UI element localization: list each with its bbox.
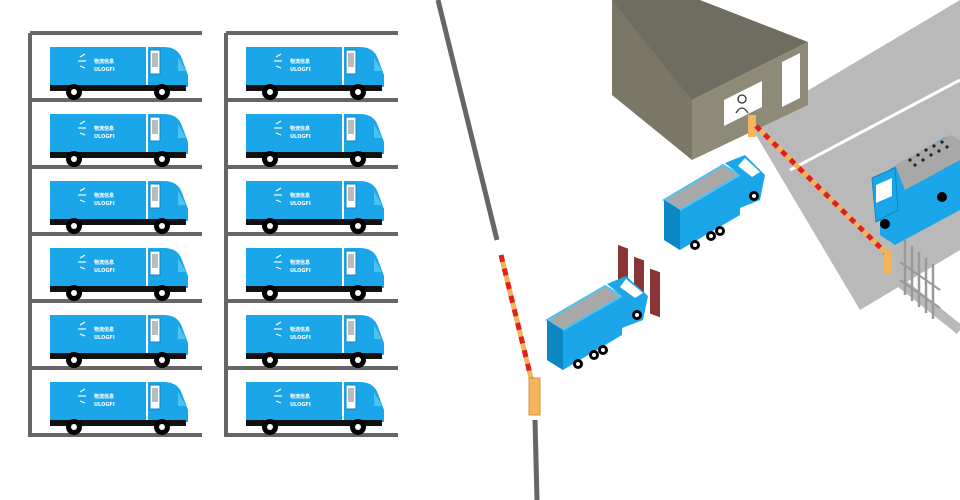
truck-label-cn: 物流信息 [94, 259, 114, 266]
person-icon [735, 94, 749, 114]
warehouse-door [650, 268, 660, 318]
parked-truck-icon: 物流信息 ULOGFI [245, 180, 385, 235]
truck-label-en: ULOGFI [94, 134, 115, 140]
loaded-dump-truck-icon [871, 135, 960, 245]
truck-label-en: ULOGFI [290, 402, 311, 408]
truck-label-cn: 物流信息 [94, 393, 114, 400]
empty-dump-truck-icon [662, 155, 765, 250]
yard-boundary-line-lower [532, 419, 540, 500]
fence-icon [899, 240, 941, 319]
truck-label-en: ULOGFI [290, 67, 311, 73]
parked-truck-icon: 物流信息 ULOGFI [245, 381, 385, 436]
truck-label-en: ULOGFI [94, 67, 115, 73]
parked-truck-icon: 物流信息 ULOGFI [49, 113, 189, 168]
entrance-boom-barrier-icon [498, 254, 541, 416]
truck-label-en: ULOGFI [290, 268, 311, 274]
truck-label-cn: 物流信息 [290, 125, 310, 132]
truck-label-en: ULOGFI [290, 335, 311, 341]
warehouse-icon [612, 0, 808, 318]
truck-parking-rack: 物流信息 ULOGFI 物流信息 ULOGFI 物流信息 ULOGFI 物流信息 ULOGFI… [28, 31, 398, 437]
warehouse-window [782, 53, 800, 107]
truck-label-cn: 物流信息 [94, 58, 114, 65]
road-boom-barrier-icon [748, 115, 892, 274]
parked-truck-icon: 物流信息 ULOGFI [49, 180, 189, 235]
warehouse-side-wall [612, 0, 692, 160]
truck-label-cn: 物流信息 [290, 192, 310, 199]
parked-truck-icon: 物流信息 ULOGFI [49, 247, 189, 302]
parked-truck-icon: 物流信息 ULOGFI [245, 314, 385, 369]
empty-dump-truck-icon [545, 276, 648, 370]
truck-label-cn: 物流信息 [94, 192, 114, 199]
truck-label-en: ULOGFI [94, 402, 115, 408]
parked-truck-icon: 物流信息 ULOGFI [245, 46, 385, 101]
parked-truck-icon: 物流信息 ULOGFI [245, 113, 385, 168]
truck-label-en: ULOGFI [290, 134, 311, 140]
road-shoulder [856, 246, 960, 334]
truck-label-en: ULOGFI [290, 201, 311, 207]
parked-truck-icon: 物流信息 ULOGFI [245, 247, 385, 302]
yard-boundary-line [435, 0, 500, 241]
truck-label-cn: 物流信息 [94, 326, 114, 333]
truck-label-cn: 物流信息 [290, 326, 310, 333]
truck-label-cn: 物流信息 [290, 58, 310, 65]
parked-truck-icon: 物流信息 ULOGFI [49, 381, 189, 436]
parked-truck-icon: 物流信息 ULOGFI [49, 314, 189, 369]
truck-label-en: ULOGFI [94, 268, 115, 274]
truck-label-en: ULOGFI [94, 201, 115, 207]
truck-label-cn: 物流信息 [290, 393, 310, 400]
truck-label-cn: 物流信息 [94, 125, 114, 132]
parked-truck-icon: 物流信息 ULOGFI [49, 46, 189, 101]
road-lane-line [789, 78, 960, 172]
truck-label-cn: 物流信息 [290, 259, 310, 266]
truck-label-en: ULOGFI [94, 335, 115, 341]
